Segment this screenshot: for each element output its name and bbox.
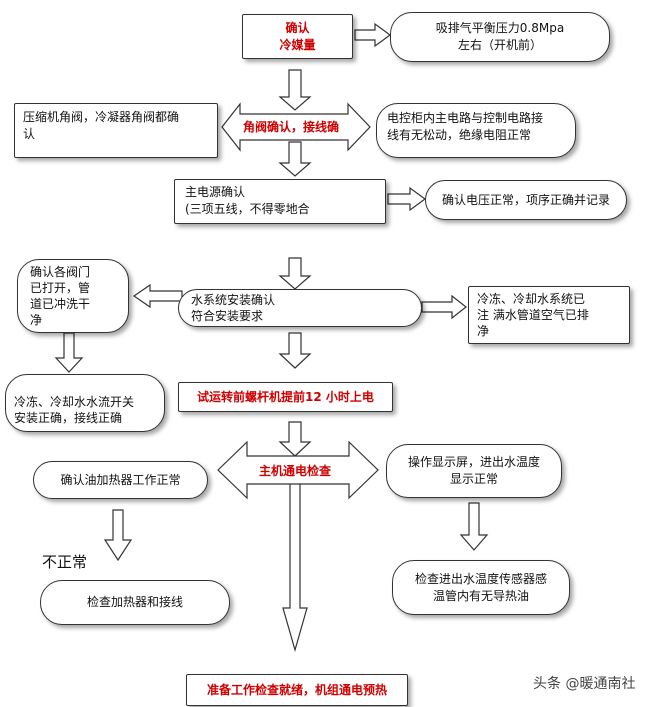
node-suction-pressure-text: 吸排气平衡压力0.8Mpa 左右（开机前） (435, 21, 565, 52)
watermark: 头条 @暖通南社 (533, 676, 636, 692)
arrow-down-5 (278, 421, 312, 457)
arrow-right-3 (421, 294, 467, 320)
arrow-down-left-valves (54, 332, 84, 373)
node-check-heater: 检查加热器和接线 (40, 580, 230, 625)
node-ready-text: 准备工作检查就绪，机组通电预热 (206, 682, 387, 697)
node-check-heater-text: 检查加热器和接线 (86, 595, 183, 609)
label-abnormal: 不正常 (42, 553, 88, 571)
double-arrow-valves (221, 102, 371, 152)
node-control-cabinet: 电控柜内主电路与控制电路接 线有无松动，绝缘电阻正常 (376, 103, 576, 158)
arrow-right-1 (354, 22, 392, 48)
node-confirm-refrigerant-text: 确认 冷媒量 (279, 20, 316, 52)
node-power-12h-text: 试运转前螺杆机提前12 小时上电 (197, 389, 374, 404)
node-oil-heater-text: 确认油加热器工作正常 (60, 472, 181, 487)
node-control-cabinet-text: 电控柜内主电路与控制电路接 线有无松动，绝缘电阻正常 (387, 111, 544, 142)
node-flow-switch-text: 冷冻、冷却水水流开关 安装正确，接线正确 (14, 395, 135, 425)
arrow-down-1 (278, 69, 312, 111)
arrow-left-1 (132, 283, 183, 309)
node-main-power-text: 主电源确认 (三项五线，不得零地合 (185, 185, 310, 216)
arrow-down-oil (103, 509, 133, 562)
node-water-filled: 冷冻、冷却水系统已 注 满水管道空气已排 净 (468, 286, 630, 344)
node-confirm-refrigerant: 确认 冷媒量 (242, 14, 353, 59)
node-temp-sensor-text: 检查进出水温度传感器感 温管内有无导热油 (414, 571, 547, 603)
arrow-down-3 (278, 257, 312, 290)
arrow-right-2 (387, 186, 427, 212)
node-valves-open-text: 确认各阀门 已打开，管 道已冲洗干 净 (30, 265, 91, 327)
node-power-12h: 试运转前螺杆机提前12 小时上电 (178, 382, 393, 412)
arrow-down-display (459, 502, 489, 551)
node-water-system: 水系统安装确认 符合安装要求 (178, 289, 422, 327)
node-ready: 准备工作检查就绪，机组通电预热 (186, 674, 408, 706)
node-oil-heater: 确认油加热器工作正常 (33, 461, 208, 499)
node-main-power-check: 主机通电检查 (259, 464, 332, 478)
node-flow-switch: 冷冻、冷却水水流开关 安装正确，接线正确 (5, 374, 165, 432)
arrow-down-4 (278, 332, 312, 369)
node-compressor-valves: 压缩机角阀，冷凝器角阀都确 认 (14, 103, 218, 158)
node-display-screen-text: 操作显示屏，进出水温度 显示正常 (407, 455, 540, 486)
node-display-screen: 操作显示屏，进出水温度 显示正常 (386, 444, 562, 498)
node-valve-wiring-confirm: 角阀确认，接线确 (243, 120, 340, 134)
node-suction-pressure: 吸排气平衡压力0.8Mpa 左右（开机前） (390, 12, 610, 62)
node-temp-sensor: 检查进出水温度传感器感 温管内有无导热油 (392, 560, 570, 615)
arrow-down-main (282, 474, 308, 653)
node-voltage-phase: 确认电压正常，项序正确并记录 (425, 180, 627, 220)
node-water-filled-text: 冷冻、冷却水系统已 注 满水管道空气已排 净 (477, 292, 589, 338)
node-valves-open: 确认各阀门 已打开，管 道已冲洗干 净 (17, 259, 129, 333)
node-voltage-phase-text: 确认电压正常，项序正确并记录 (441, 192, 610, 207)
double-arrow-main-check (217, 440, 379, 500)
node-main-power: 主电源确认 (三项五线，不得零地合 (174, 179, 386, 224)
node-compressor-valves-text: 压缩机角阀，冷凝器角阀都确 认 (23, 110, 180, 141)
arrow-down-2 (278, 141, 312, 177)
node-water-system-text: 水系统安装确认 符合安装要求 (191, 293, 276, 323)
